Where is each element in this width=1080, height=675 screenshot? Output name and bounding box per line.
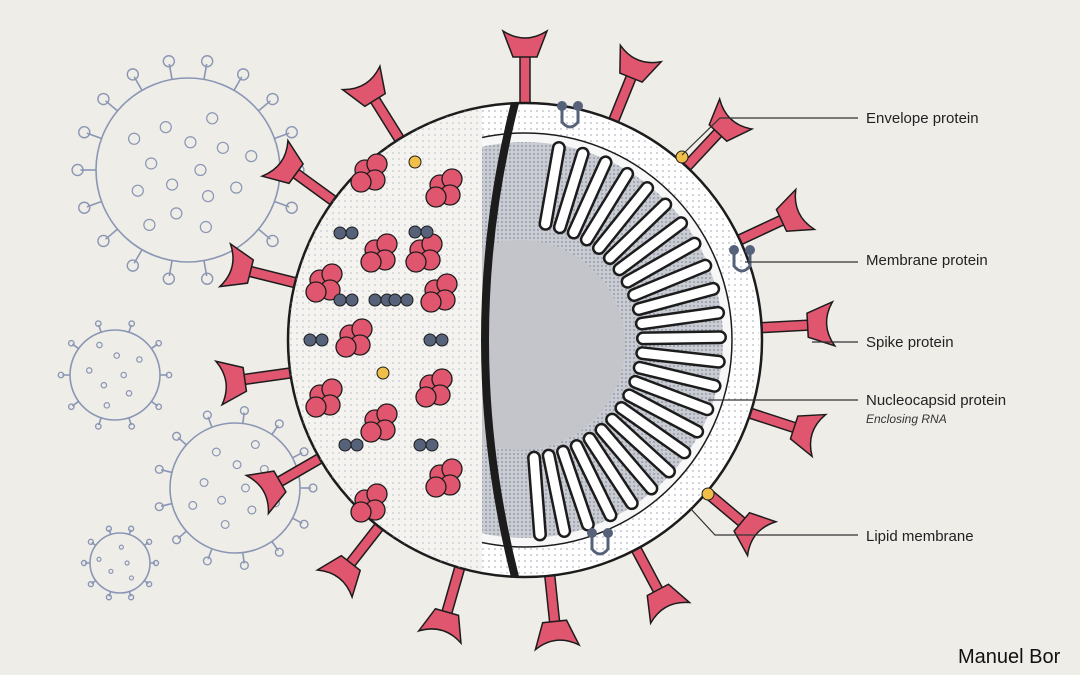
envelope-protein-label: Envelope protein <box>866 110 979 127</box>
spike-protein <box>213 359 294 407</box>
rna-loop <box>538 140 566 231</box>
rna-loop <box>552 146 590 235</box>
envelope-protein-dot <box>701 487 715 501</box>
spike-protein <box>758 300 837 348</box>
membrane-protein-dot <box>333 293 359 307</box>
spike-cluster <box>305 263 343 303</box>
membrane-protein-dot <box>333 226 359 240</box>
spike-protein <box>501 29 549 106</box>
rna-loop <box>635 330 727 346</box>
rna-loop <box>614 401 692 460</box>
rna-loop <box>620 236 702 289</box>
spike-cluster <box>425 458 463 498</box>
spike-protein <box>217 241 300 289</box>
spike-protein <box>680 96 755 173</box>
spike-cluster <box>360 233 398 273</box>
rna-loop <box>541 448 572 539</box>
spike-protein <box>534 572 581 652</box>
spike-cluster <box>335 318 373 358</box>
virus-sketch <box>80 525 160 601</box>
surface-proteins <box>303 101 755 556</box>
spike-cluster <box>305 378 343 418</box>
spike-protein <box>315 521 386 600</box>
rna-loop <box>632 360 722 393</box>
rna-loop <box>605 412 676 479</box>
rna-loop <box>591 181 655 256</box>
spike-cluster <box>415 368 453 408</box>
background-virus-sketches <box>57 55 318 601</box>
spike-cluster <box>360 403 398 443</box>
rna-loop <box>631 281 721 317</box>
membrane-protein-dot <box>338 438 364 452</box>
membrane-protein-dot <box>408 225 434 239</box>
virus-sketch <box>154 405 318 571</box>
envelope-protein-dot <box>408 155 422 169</box>
rna-loop <box>594 422 659 496</box>
image-credit: Manuel Bor <box>958 646 1061 668</box>
nucleocapsid-sublabel: Enclosing RNA <box>866 412 947 426</box>
spike-protein <box>629 544 692 626</box>
rna-loop <box>622 388 705 439</box>
rna-loop <box>569 439 618 523</box>
rna-loop <box>627 258 713 303</box>
nucleocapsid-protein-label: Nucleocapsid protein <box>866 392 1007 409</box>
nucleocapsid-rna-coil <box>527 140 727 542</box>
spike-protein <box>607 42 664 125</box>
rna-loop <box>612 216 689 277</box>
virus-sketch <box>71 55 305 285</box>
virus-sketch <box>57 320 173 430</box>
rna-loop <box>579 166 635 247</box>
rna-loop <box>635 346 726 369</box>
virus-body <box>286 101 764 579</box>
rna-loop <box>628 374 715 417</box>
membrane-protein-label: Membrane protein <box>866 252 988 269</box>
rna-loop <box>634 305 726 331</box>
membrane-protein-dot <box>423 333 449 347</box>
leader-lines <box>681 117 858 536</box>
spike-cluster <box>350 153 388 193</box>
spike-protein <box>416 563 466 646</box>
rna-loop <box>602 197 673 266</box>
spike-cluster <box>350 483 388 523</box>
rna-loop <box>556 444 595 532</box>
spike-cluster <box>425 168 463 208</box>
envelope-protein-dot <box>376 366 390 380</box>
spike-protein-label: Spike protein <box>866 334 954 351</box>
rna-loop <box>582 431 639 511</box>
spike-cluster <box>420 273 458 313</box>
rna-loop <box>566 155 613 240</box>
membrane-protein-dot <box>413 438 439 452</box>
rna-loop <box>527 450 547 542</box>
lipid-membrane-label: Lipid membrane <box>866 528 974 545</box>
spike-cluster <box>405 233 443 273</box>
membrane-protein-marker <box>557 101 583 129</box>
membrane-protein-dot <box>388 293 414 307</box>
membrane-protein-marker <box>729 245 755 273</box>
membrane-protein-marker <box>587 528 613 556</box>
membrane-protein-dot <box>303 333 329 347</box>
envelope-protein-dot <box>675 150 689 164</box>
